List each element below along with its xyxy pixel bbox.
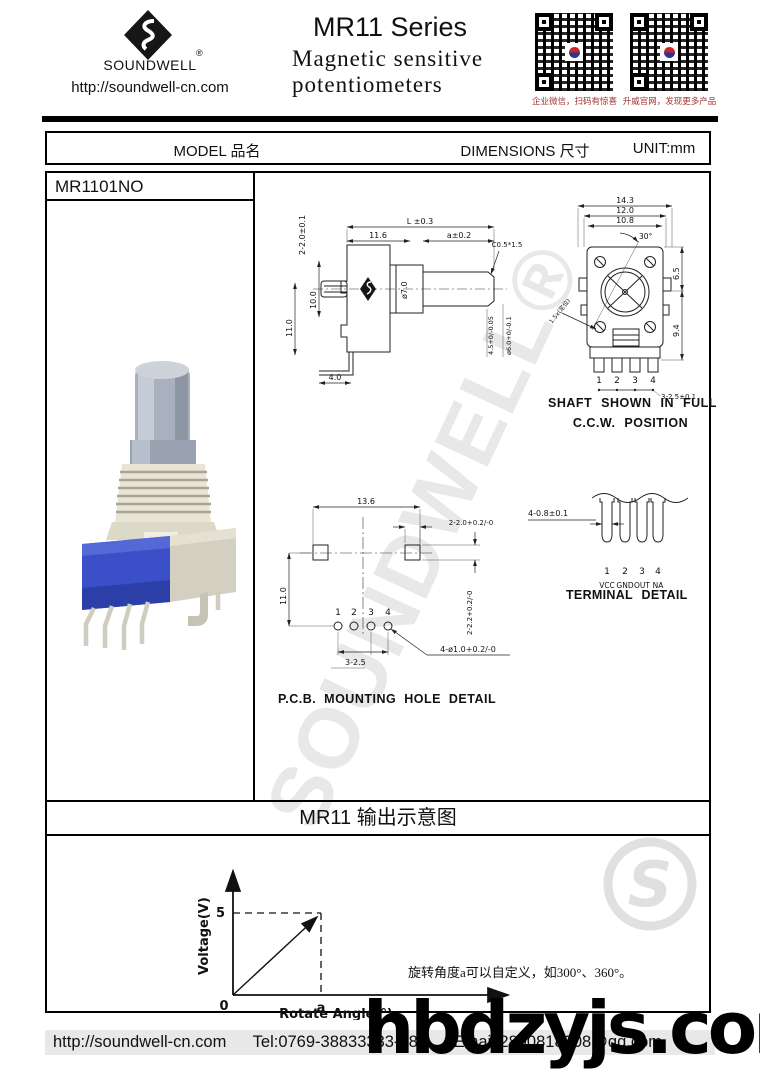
header-divider — [42, 116, 718, 122]
svg-text:4-ø1.0+0.2/-0: 4-ø1.0+0.2/-0 — [440, 645, 496, 654]
svg-text:2-2.0+0.2/-0: 2-2.0+0.2/-0 — [449, 519, 493, 527]
site-watermark: hbdzyjs.com — [363, 986, 760, 1070]
qr-code-wechat — [533, 11, 615, 93]
footer-tel: Tel:0769-38833333-881 — [252, 1033, 427, 1051]
pcb-caption: P.C.B. MOUNTING HOLE DETAIL — [278, 692, 497, 706]
series-title: MR11 Series — [312, 12, 468, 42]
soundwell-logo-icon — [124, 10, 172, 60]
output-graph: Voltage(V) 5 0 a Rotate Angle(°) — [197, 868, 511, 1020]
output-section-title-row: MR11 输出示意图 — [45, 800, 711, 836]
svg-text:6.5: 6.5 — [672, 267, 681, 280]
svg-text:a±0.2: a±0.2 — [447, 231, 471, 240]
model-name: MR1101NO — [55, 177, 144, 196]
logo-watermark-icon: S — [603, 837, 697, 931]
product-photo — [82, 361, 236, 650]
svg-text:3-2.5±0.1: 3-2.5±0.1 — [661, 393, 696, 401]
dimensions-column-header: DIMENSIONS 尺寸 — [460, 143, 590, 160]
terminal-detail-drawing: 4-0.8±0.1 1 2 3 4 VCC GND OUT NA — [528, 493, 689, 590]
terminal-caption: TERMINAL DETAIL — [566, 588, 688, 602]
header-url: http://soundwell-cn.com — [71, 79, 229, 96]
svg-text:1: 1 — [596, 376, 602, 386]
svg-text:OUT: OUT — [634, 581, 650, 590]
footer-url: http://soundwell-cn.com — [53, 1033, 227, 1051]
svg-text:L ±0.3: L ±0.3 — [407, 217, 433, 226]
shaft-caption-line1: SHAFT SHOWN IN FULL — [548, 396, 717, 410]
svg-text:11.0: 11.0 — [279, 587, 288, 605]
footer-email: Email:2890818308@qq.com — [453, 1033, 663, 1051]
svg-text:S: S — [628, 848, 673, 921]
output-section-title: MR11 输出示意图 — [299, 807, 457, 829]
qr-code-website — [628, 11, 710, 93]
svg-text:2: 2 — [614, 376, 620, 386]
svg-text:4: 4 — [385, 608, 391, 618]
svg-text:4-0.8±0.1: 4-0.8±0.1 — [528, 509, 568, 518]
side-view-drawing: L ±0.3 11.6 a±0.2 C0.5*1.5 2-2.0±0.1 10.… — [285, 215, 523, 385]
svg-text:NA: NA — [653, 581, 665, 590]
svg-text:30°: 30° — [639, 232, 653, 241]
svg-text:11.6: 11.6 — [369, 231, 387, 240]
svg-text:13.6: 13.6 — [357, 497, 375, 506]
unit-label: UNIT:mm — [632, 140, 696, 157]
footer-bar: http://soundwell-cn.com Tel:0769-3883333… — [45, 1030, 715, 1055]
x-tick-0: 0 — [219, 999, 228, 1014]
qr-center-logo-icon — [565, 43, 583, 61]
svg-text:C0.5*1.5: C0.5*1.5 — [492, 241, 523, 249]
model-column-header: MODEL 品名 — [173, 143, 261, 160]
qr-center-logo-icon — [660, 43, 678, 61]
svg-text:2-2.2+0.2/-0: 2-2.2+0.2/-0 — [466, 591, 474, 635]
y-axis-label: Voltage(V) — [197, 897, 212, 975]
qr-caption-right: 升威官网，发现更多产品 — [622, 96, 717, 106]
svg-text:GND: GND — [616, 581, 633, 590]
svg-text:9.4: 9.4 — [672, 324, 681, 337]
table-header-row: MODEL 品名 DIMENSIONS 尺寸 UNIT:mm — [45, 131, 711, 165]
svg-text:3: 3 — [632, 376, 638, 386]
svg-text:10.8: 10.8 — [616, 216, 634, 225]
svg-text:3: 3 — [368, 608, 374, 618]
svg-text:14.3: 14.3 — [616, 196, 634, 205]
svg-text:3: 3 — [639, 567, 645, 577]
subtitle-line1: Magnetic sensitive — [292, 46, 484, 71]
svg-text:ø6.0+0/-0.1: ø6.0+0/-0.1 — [505, 316, 513, 355]
svg-text:4: 4 — [655, 567, 661, 577]
pcb-hole-drawing: 13.6 2-2.0+0.2/-0 2-2.2+0.2/-0 11.0 1 2 … — [279, 497, 510, 669]
svg-text:VCC: VCC — [599, 581, 615, 590]
svg-text:1: 1 — [335, 608, 341, 618]
svg-text:2-2.0±0.1: 2-2.0±0.1 — [298, 215, 307, 255]
y-tick-5: 5 — [216, 906, 225, 921]
output-graph-panel — [45, 834, 711, 1013]
svg-text:11.0: 11.0 — [285, 319, 294, 337]
svg-text:12.0: 12.0 — [616, 206, 634, 215]
svg-text:10.0: 10.0 — [309, 291, 318, 309]
svg-text:3-2.5: 3-2.5 — [345, 658, 366, 667]
brand-name: SOUNDWELL — [103, 57, 197, 73]
qr-caption-left: 企业微信，扫码有惊喜 — [531, 96, 617, 106]
rotation-note: 旋转角度a可以自定义，如300°、360°。 — [408, 965, 633, 980]
svg-text:4.5+0/-0.05: 4.5+0/-0.05 — [487, 316, 495, 355]
svg-text:ø7.0: ø7.0 — [400, 281, 409, 299]
svg-text:4.0: 4.0 — [329, 373, 342, 382]
shaft-caption-line2: C.C.W. POSITION — [572, 416, 689, 430]
svg-text:2: 2 — [351, 608, 357, 618]
svg-text:1: 1 — [604, 567, 610, 577]
svg-text:4: 4 — [650, 376, 656, 386]
subtitle-line2: potentiometers — [292, 72, 443, 97]
x-tick-a: a — [317, 1001, 326, 1016]
svg-text:2: 2 — [622, 567, 628, 577]
x-axis-label: Rotate Angle(°) — [279, 1007, 393, 1020]
svg-text:1.5x(定位): 1.5x(定位) — [547, 297, 572, 325]
registered-mark: ® — [196, 48, 203, 58]
column-divider — [253, 171, 255, 802]
front-view-drawing: 14.3 12.0 10.8 30° 1.5x(定位) 1 — [547, 196, 696, 401]
model-name-cell: MR1101NO — [45, 171, 255, 201]
